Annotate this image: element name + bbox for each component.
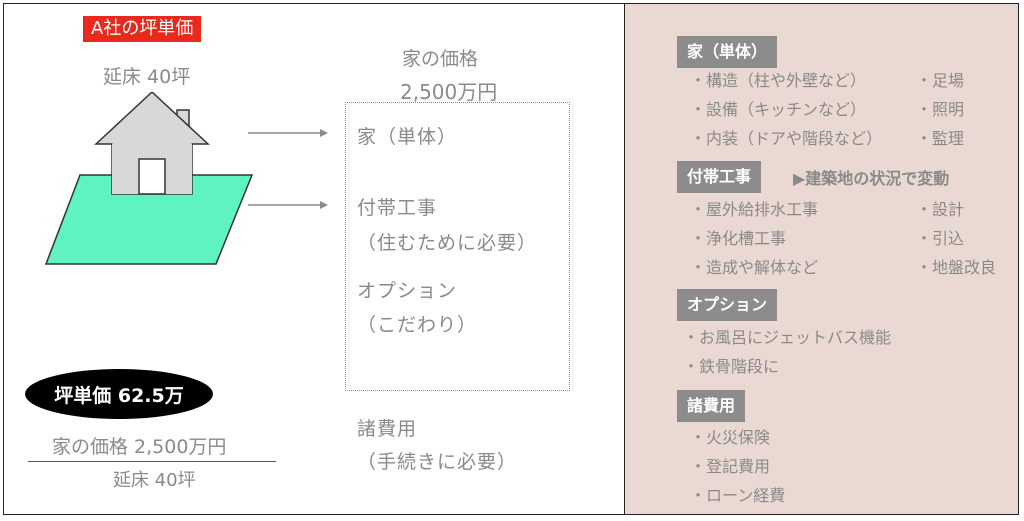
section-note: ▶建築地の状況で変動 — [793, 169, 950, 188]
list-item: ・お風呂にジェットバス機能 — [683, 328, 892, 347]
house-illustration — [44, 92, 254, 265]
arrow-right-icon — [248, 201, 328, 209]
component-option-note: （こだわり） — [357, 314, 478, 336]
price-components-box — [345, 102, 570, 391]
detail-panel — [624, 3, 1019, 515]
list-item: ・監理 — [916, 129, 965, 148]
list-item: ・浄化槽工事 — [690, 229, 787, 248]
list-item: ・構造（柱や外壁など） — [690, 71, 867, 90]
formula-divider — [28, 461, 276, 462]
formula-numerator: 家の価格 2,500万円 — [52, 436, 227, 458]
list-item: ・内装（ドアや階段など） — [690, 129, 883, 148]
list-item: ・照明 — [916, 100, 965, 119]
unit-price-pill: 坪単価 62.5万 — [25, 369, 213, 419]
list-item: ・地盤改良 — [916, 258, 997, 277]
section-header-option: オプション — [677, 289, 778, 321]
component-ancillary-note: （住むために必要） — [357, 232, 538, 254]
section-header-misc: 諸費用 — [677, 390, 746, 422]
section-header-ancillary: 付帯工事 — [677, 161, 762, 193]
component-house: 家（単体） — [357, 126, 458, 148]
unit-price-value: 坪単価 62.5万 — [54, 384, 184, 407]
list-item: ・引込 — [916, 229, 965, 248]
formula-denominator: 延床 40坪 — [113, 470, 196, 491]
company-unit-price-badge: A社の坪単価 — [83, 16, 202, 42]
list-item: ・火災保険 — [690, 428, 771, 447]
arrow-right-icon — [248, 129, 328, 137]
list-item: ・登記費用 — [690, 457, 771, 476]
component-option: オプション — [357, 280, 458, 302]
list-item: ・設計 — [916, 200, 965, 219]
component-misc: 諸費用 — [357, 418, 418, 440]
list-item: ・設備（キッチンなど） — [690, 100, 867, 119]
house-price-title: 家の価格 — [402, 48, 479, 70]
list-item: ・足場 — [916, 71, 965, 90]
house-icon — [94, 92, 210, 195]
floor-area-label: 延床 40坪 — [103, 66, 191, 88]
house-price-value: 2,500万円 — [400, 80, 498, 104]
component-misc-note: （手続きに必要） — [357, 451, 518, 473]
list-item: ・屋外給排水工事 — [690, 200, 819, 219]
arrows — [248, 129, 328, 209]
component-ancillary: 付帯工事 — [357, 197, 438, 219]
list-item: ・鉄骨階段に — [683, 357, 780, 376]
section-header-house: 家（単体） — [677, 36, 778, 68]
list-item: ・造成や解体など — [690, 258, 819, 277]
list-item: ・ローン経費 — [690, 486, 786, 505]
lot-icon — [44, 174, 254, 265]
